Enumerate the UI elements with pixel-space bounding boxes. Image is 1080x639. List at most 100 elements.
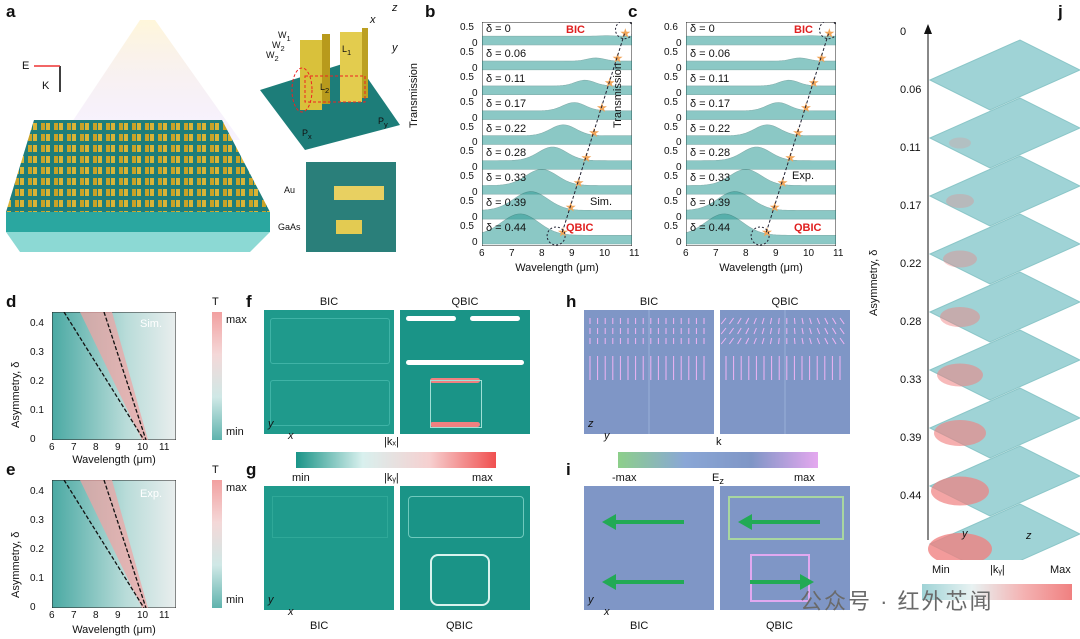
c-curve-3 — [686, 102, 836, 120]
c-ytick-zero-1: 0 — [676, 62, 682, 74]
d-ytick-3: 0.1 — [30, 405, 44, 416]
b-ytick-top-8: 0.5 — [460, 221, 474, 233]
b-delta-label-1: δ = 0.06 — [486, 47, 527, 60]
kx-colorbar — [296, 452, 496, 468]
b-ytick-zero-5: 0 — [472, 162, 478, 174]
e-ytick-4: 0 — [30, 602, 36, 613]
b-delta-label-6: δ = 0.33 — [486, 172, 527, 185]
c-ytick-top-2: 0.5 — [664, 71, 678, 83]
unit-cell-illustration — [260, 28, 400, 150]
w1-label: W1 — [278, 30, 291, 43]
b-xtick-4: 10 — [599, 248, 611, 259]
transmission-exp-plot: ★★★★★★★★★ — [686, 22, 836, 246]
c-ytick-zero-2: 0 — [676, 87, 682, 99]
c-ylabel: Transmission — [612, 63, 624, 128]
b-curve-4 — [482, 124, 632, 145]
asymmetry-stack-plot — [924, 24, 1080, 560]
b-resonance-star-4: ★ — [588, 125, 600, 140]
c-exp-label: Exp. — [792, 170, 815, 182]
c-delta-label-3: δ = 0.17 — [690, 97, 731, 110]
b-delta-label-7: δ = 0.39 — [486, 197, 527, 210]
b-xtick-0: 6 — [479, 248, 485, 259]
h-qbic-title: QBIC — [771, 296, 799, 308]
dispersion-exp-map — [52, 480, 176, 608]
j-min-label: Min — [932, 564, 950, 576]
f-qbic-title: QBIC — [451, 296, 479, 308]
d-max-label: max — [226, 314, 247, 326]
c-curve-5 — [686, 146, 836, 170]
b-ytick-top-3: 0.5 — [460, 96, 474, 108]
b-ytick-zero-1: 0 — [472, 62, 478, 74]
h-qbic-vector-map — [720, 310, 850, 434]
c-resonance-star-5: ★ — [785, 150, 797, 165]
c-ytick-zero-3: 0 — [676, 112, 682, 124]
b-resonance-star-2: ★ — [604, 75, 616, 90]
f-bic-map — [264, 310, 394, 434]
j-level-0: 0 — [900, 26, 907, 38]
c-qbic-label: QBIC — [794, 222, 822, 234]
e-ytick-0: 0.4 — [30, 486, 44, 497]
b-resonance-star-7: ★ — [565, 200, 577, 215]
c-delta-label-1: δ = 0.06 — [690, 47, 731, 60]
c-curve-6 — [686, 169, 836, 195]
c-ytick-top-7: 0.5 — [664, 196, 678, 208]
j-level-6: 0.33 — [900, 374, 922, 386]
j-sheet-0 — [928, 39, 1080, 111]
panel-b-letter: b — [425, 2, 436, 21]
b-curve-7 — [482, 191, 632, 220]
c-curve-0 — [686, 35, 836, 46]
c-xtick-0: 6 — [683, 248, 689, 259]
b-ytick-zero-8: 0 — [472, 237, 478, 248]
b-curve-5 — [482, 146, 632, 170]
g-x-axis: x — [288, 606, 294, 618]
j-sheet-1 — [928, 97, 1080, 169]
j-sheet-2 — [928, 155, 1080, 227]
b-curve-2 — [482, 79, 632, 95]
f-x-axis: x — [288, 430, 294, 442]
c-curve-2 — [686, 79, 836, 95]
e-min-label: min — [226, 594, 244, 606]
j-hotspot-6 — [934, 420, 986, 446]
j-level-1: 0.06 — [900, 84, 922, 96]
i-qbic-caption: QBIC — [766, 620, 793, 632]
panel-i-letter: i — [566, 460, 571, 479]
axis-x-label: x — [370, 14, 376, 26]
d-xtick-2: 8 — [93, 442, 99, 453]
c-xtick-4: 10 — [803, 248, 815, 259]
j-z-axis: z — [1026, 530, 1032, 542]
d-xtick-4: 10 — [137, 442, 149, 453]
c-xtick-3: 9 — [773, 248, 779, 259]
panel-j-letter: j — [1058, 2, 1063, 21]
d-ylabel: Asymmetry, δ — [10, 361, 22, 428]
b-delta-label-0: δ = 0 — [486, 23, 511, 35]
j-level-4: 0.22 — [900, 258, 922, 270]
j-y-axis: y — [962, 528, 968, 540]
j-level-8: 0.44 — [900, 490, 922, 502]
i-nmax-label: -max — [612, 472, 637, 484]
b-ytick-top-1: 0.5 — [460, 46, 474, 58]
ky-label: |kᵧ| — [384, 472, 399, 484]
e-exp-label: Exp. — [140, 488, 163, 500]
e-ytick-3: 0.1 — [30, 573, 44, 584]
b-ytick-top-4: 0.5 — [460, 121, 474, 133]
b-ytick-zero-3: 0 — [472, 112, 478, 124]
d-ytick-2: 0.2 — [30, 376, 44, 387]
e-xlabel: Wavelength (μm) — [72, 624, 156, 636]
metasurface-illustration — [6, 20, 270, 252]
b-curve-3 — [482, 102, 632, 120]
b-ytick-top-6: 0.5 — [460, 171, 474, 183]
j-sheet-4 — [928, 271, 1080, 343]
i-max-label: max — [794, 472, 815, 484]
axis-y-label: y — [392, 42, 398, 54]
panel-h-letter: h — [566, 292, 577, 311]
panel-g-letter: g — [246, 460, 257, 479]
c-ytick-zero-0: 0 — [676, 37, 682, 49]
panel-e-letter: e — [6, 460, 16, 479]
h-z-axis: z — [588, 418, 594, 430]
b-resonance-star-6: ★ — [573, 175, 585, 190]
j-level-5: 0.28 — [900, 316, 922, 328]
b-resonance-star-5: ★ — [581, 150, 593, 165]
px-label: Px — [302, 128, 312, 141]
d-T-label: T — [212, 296, 219, 308]
e-max-label: max — [226, 482, 247, 494]
